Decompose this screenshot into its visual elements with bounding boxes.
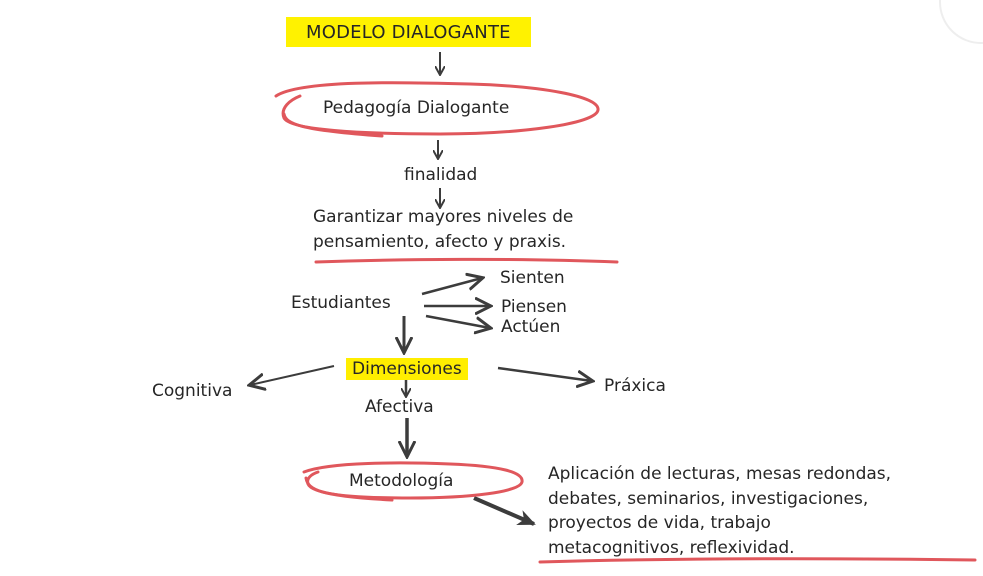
aplicacion-line-2: debates, seminarios, investigaciones, (548, 488, 869, 509)
node-metodologia: Metodología (349, 471, 454, 491)
arrow-dimensiones-to-cognitiva (250, 365, 335, 385)
red-underline-garantizar (314, 257, 619, 264)
red-ellipse-pedagogia (274, 81, 600, 138)
garantizar-line-2: pensamiento, afecto y praxis. (313, 232, 567, 252)
node-piensen: Piensen (501, 297, 567, 317)
red-underline-aplicacion (538, 557, 977, 564)
aplicacion-line-3: proyectos de vida, trabajo (548, 513, 771, 533)
diagram-title: MODELO DIALOGANTE (286, 17, 531, 47)
node-aplicacion: Aplicación de lecturas, mesas redondas, … (548, 462, 891, 560)
node-actuen: Actúen (501, 317, 561, 337)
node-sienten: Sienten (500, 268, 565, 288)
aplicacion-line-1: Aplicación de lecturas, mesas redondas, (548, 464, 892, 484)
arrow-metodologia-to-aplicacion (473, 496, 536, 526)
node-finalidad: finalidad (404, 165, 478, 185)
node-estudiantes: Estudiantes (291, 293, 391, 313)
node-cognitiva: Cognitiva (152, 381, 233, 401)
red-ellipse-metodologia (302, 461, 524, 502)
node-afectiva: Afectiva (365, 397, 434, 417)
arrow-dimensiones-to-praxica (497, 366, 592, 381)
aplicacion-line-4: metacognitivos, reflexividad. (548, 537, 795, 558)
arrow-estudiantes-to-actuen (425, 314, 490, 328)
node-praxica: Práxica (604, 376, 666, 396)
node-pedagogia-dialogante: Pedagogía Dialogante (323, 98, 510, 118)
node-dimensiones: Dimensiones (346, 358, 468, 380)
garantizar-line-1: Garantizar mayores niveles de (313, 207, 574, 227)
arrow-estudiantes-to-sienten (421, 278, 482, 296)
node-garantizar: Garantizar mayores niveles de pensamient… (313, 205, 573, 255)
